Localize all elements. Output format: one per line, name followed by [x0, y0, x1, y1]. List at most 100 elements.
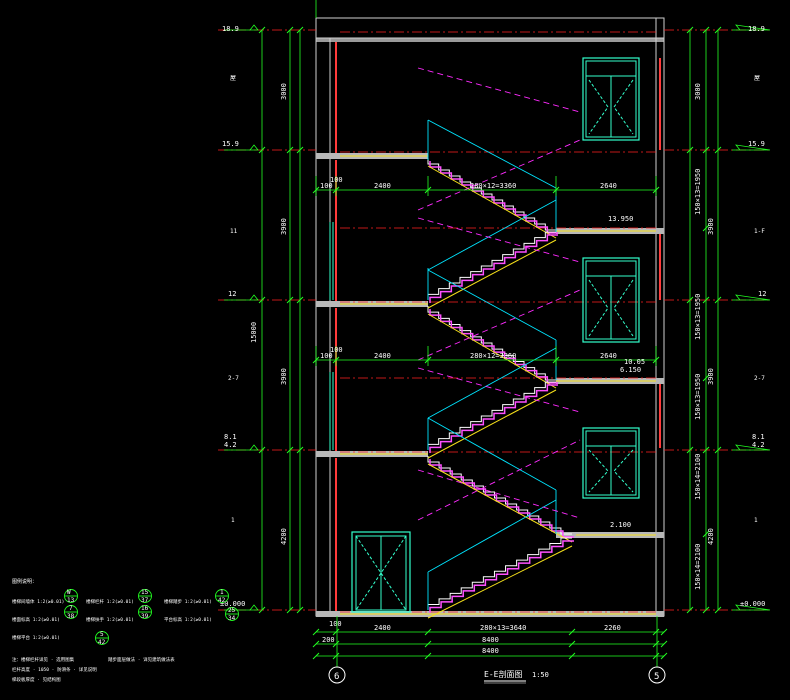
dim-label: 8400	[482, 647, 499, 655]
legend-ref-top: W	[67, 589, 71, 596]
level-marker	[732, 294, 771, 301]
dim-tick	[286, 296, 294, 304]
dim-tick	[568, 652, 576, 660]
stair-steps	[427, 231, 556, 300]
floor-notes: 屋 11 2-7 1 屋 1-F 2-7 1	[228, 75, 765, 524]
level-label: 8.1	[224, 433, 237, 441]
dim-tick	[702, 374, 710, 382]
legend-row: 楼梯踏步 1:2(≥0.01)	[164, 598, 212, 605]
dim-tick	[702, 224, 710, 232]
landing-level: 2.100	[610, 521, 631, 529]
floor-note: 1	[231, 517, 235, 524]
dim-label: 3000	[280, 83, 288, 100]
legend-ref-bottom: 39	[141, 613, 149, 620]
legend-ref-bottom: 13	[67, 597, 75, 604]
window-frame	[582, 427, 640, 499]
window-swing	[613, 79, 634, 135]
legend-ref-bottom: 34	[228, 615, 236, 622]
landing-levels: 13.950 10.05 6.150 2.100	[608, 215, 645, 529]
handrail-line	[417, 469, 581, 519]
dim-label: 280×12=3360	[470, 182, 516, 190]
dim-label: 3900	[280, 218, 288, 235]
dim-tick	[568, 628, 576, 636]
legend-note: 踏步面层做法 · 详见建筑做法表	[108, 656, 175, 663]
window-swing	[613, 449, 634, 493]
dim-tick	[714, 146, 722, 154]
dim-tick	[312, 640, 320, 648]
landing-level: 10.05	[624, 358, 645, 366]
stair-soffit	[427, 545, 573, 619]
dim-tick	[568, 640, 576, 648]
legend-ref-bottom: 37	[141, 597, 149, 604]
windows	[582, 57, 640, 499]
dim-tick	[686, 296, 694, 304]
dim-label: 8400	[482, 636, 499, 644]
handrail-line	[417, 217, 581, 263]
dim-tick	[652, 628, 660, 636]
legend-row: 楼梯间墙体 1:2(≥0.01)	[12, 598, 64, 605]
dim-label: 150×13=1950	[694, 294, 702, 340]
stair-soffit	[427, 389, 557, 459]
handrail-line	[417, 67, 581, 113]
axis-label: 5	[654, 672, 659, 682]
window-swing	[588, 79, 609, 135]
level-marker	[224, 444, 259, 451]
dim-tick	[296, 606, 304, 614]
dim-tick	[332, 640, 340, 648]
dim-tick	[686, 446, 694, 454]
dim-tick	[660, 640, 668, 648]
level-label: ±0.000	[740, 600, 765, 608]
level-labels-left: 18.9 15.9 12 8.1 4.2 ±0.000	[220, 25, 245, 608]
level-marker	[224, 294, 259, 301]
legend: 图例说明： 楼梯间墙体 1:2(≥0.01) 楼梯栏杆 1:2(≥0.01) 楼…	[12, 578, 239, 683]
guide-line	[427, 199, 557, 271]
floor-note: 11	[230, 228, 238, 235]
dim-label: 2640	[600, 182, 617, 190]
dim-label: 100	[329, 620, 342, 628]
legend-row: 楼梯平台 1:2(≥0.01)	[12, 634, 60, 641]
stair-hatch	[429, 234, 558, 303]
dim-tick	[258, 146, 266, 154]
floor-note: 1-F	[754, 228, 765, 235]
dim-tick	[258, 606, 266, 614]
legend-row: 楼梯栏杆 1:2(≥0.01)	[86, 598, 134, 605]
legend-note: 梯段板厚度 · 见结构图	[12, 676, 61, 683]
dim-tick	[332, 652, 340, 660]
dim-tick	[686, 146, 694, 154]
dim-tick	[686, 606, 694, 614]
dim-tick	[424, 640, 432, 648]
dim-label: 150×14=2100	[694, 454, 702, 500]
floor-note: 屋	[754, 75, 760, 82]
dims-right-text: 3000 150×13=1950 3900 150×13=1950 3900 1…	[694, 83, 715, 590]
dim-label: 4200	[707, 528, 715, 545]
dim-tick	[296, 26, 304, 34]
dim-tick	[258, 26, 266, 34]
dim-tick	[286, 446, 294, 454]
dim-label: 3900	[280, 368, 288, 385]
dim-tick	[714, 296, 722, 304]
dim-label: 280×12=3360	[470, 352, 516, 360]
stair-hatch	[429, 161, 558, 234]
dim-tick	[714, 446, 722, 454]
level-label: 18.9	[748, 25, 765, 33]
dim-label: 2400	[374, 182, 391, 190]
dim-tick	[286, 26, 294, 34]
stair-steps	[427, 456, 572, 535]
legend-ref-top: 7	[69, 605, 73, 612]
legend-ref-bottom: 42	[98, 639, 106, 646]
level-marker	[224, 144, 259, 151]
dim-tick	[686, 26, 694, 34]
stair-soffit	[427, 239, 557, 309]
legend-note: 注：楼梯栏杆详见 · 选用图集	[12, 656, 75, 663]
dim-tick	[660, 652, 668, 660]
window-frame	[582, 57, 640, 141]
landing-level: 13.950	[608, 215, 633, 223]
legend-row: 平台标高 1:2(≥0.01)	[164, 616, 212, 623]
axis-label: 6	[334, 672, 339, 682]
level-label: 12	[228, 290, 236, 298]
level-label: 4.2	[752, 441, 765, 449]
dim-label: 15000	[250, 322, 258, 343]
dim-tick	[652, 640, 660, 648]
dim-label: 100	[330, 176, 343, 184]
